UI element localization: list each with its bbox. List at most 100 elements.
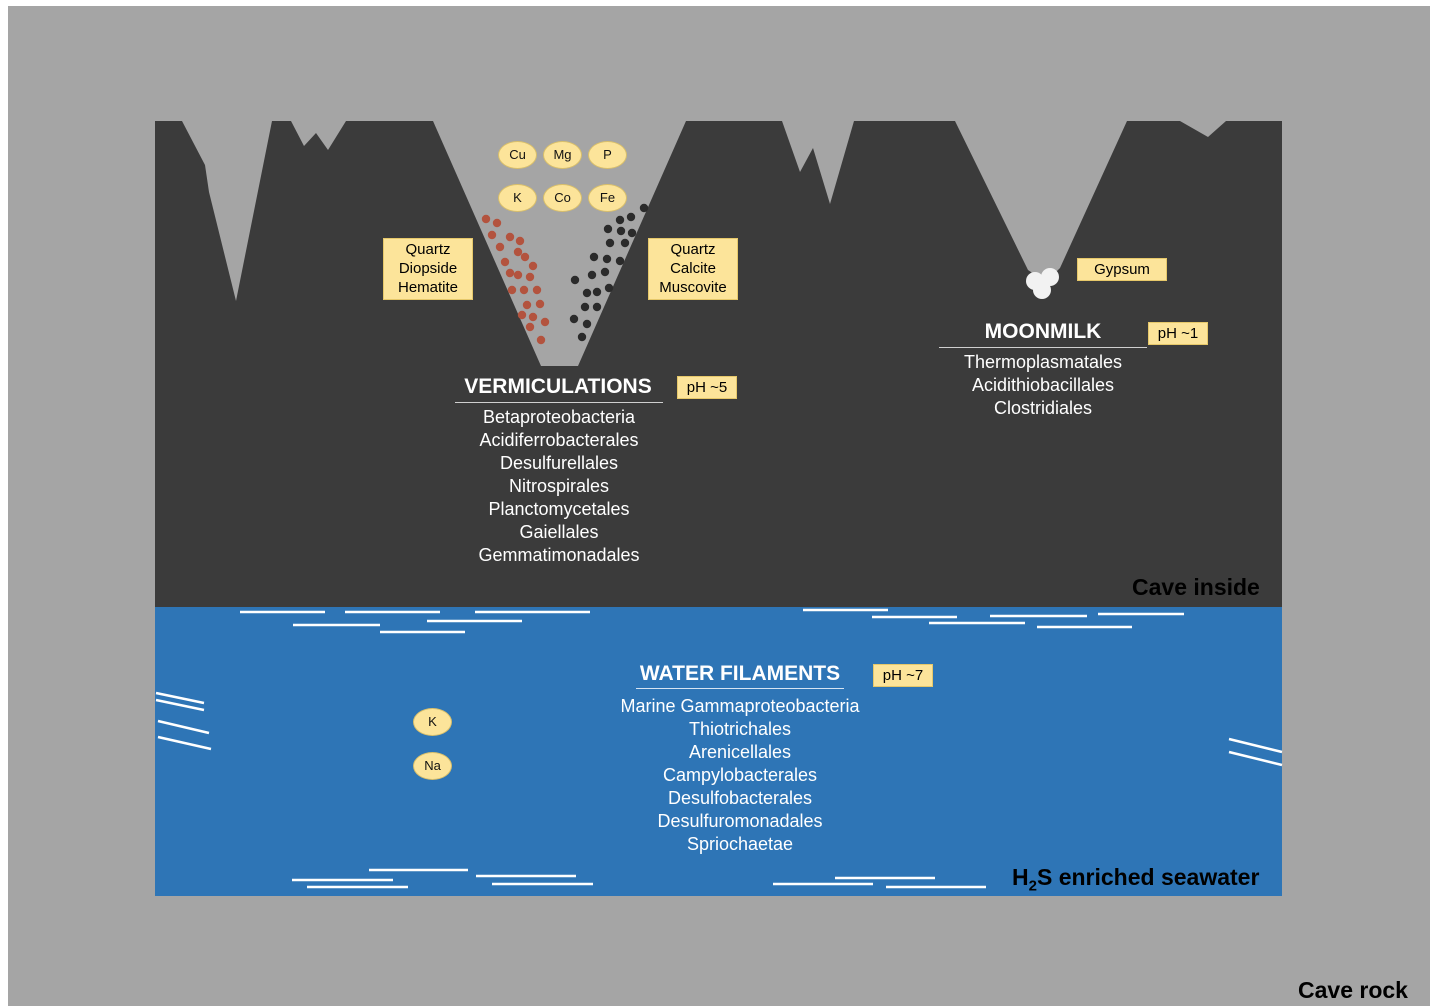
dark-dot <box>577 332 587 342</box>
taxon: Betaproteobacteria <box>482 407 636 427</box>
mineral-quartz: Quartz <box>670 241 716 258</box>
taxon: Nitrospirales <box>508 476 610 496</box>
vermiculation-dots <box>481 203 649 345</box>
moonmilk-taxa-list: Thermoplasmatales Acidithiobacillales Cl… <box>964 351 1122 420</box>
taxon: Marine Gammaproteobacteria <box>620 696 860 716</box>
red-dot <box>535 299 545 309</box>
dark-dot <box>615 256 625 266</box>
mineral-hematite: Hematite <box>397 279 459 296</box>
dark-dot <box>570 275 580 285</box>
ion-k: K <box>498 184 537 212</box>
red-dot <box>487 230 497 240</box>
red-dot <box>513 247 523 257</box>
water-filaments-ph-tag: pH ~7 <box>873 664 933 687</box>
mineral-calcite: Calcite <box>670 260 716 277</box>
mineral-muscovite: Muscovite <box>659 279 727 296</box>
seawater-area <box>155 607 1282 896</box>
dark-dot <box>569 314 579 324</box>
red-dot <box>495 242 505 252</box>
water-filaments-title: WATER FILAMENTS <box>639 662 841 685</box>
dark-dot <box>604 283 614 293</box>
taxon: Spriochaetae <box>686 834 794 854</box>
red-dot <box>492 218 502 228</box>
ion-na-water: Na <box>413 752 452 780</box>
red-dot <box>525 322 535 332</box>
mineral-quartz: Quartz <box>405 241 451 258</box>
seawater-label-rest: S enriched seawater <box>1036 864 1260 890</box>
moonmilk-underline <box>939 347 1147 348</box>
gypsum-tag: Gypsum <box>1077 258 1167 281</box>
dark-dot <box>592 287 602 297</box>
dark-dot <box>587 270 597 280</box>
dark-dot <box>603 224 613 234</box>
dark-dot <box>620 238 630 248</box>
taxon: Thermoplasmatales <box>963 352 1123 372</box>
dark-dot <box>626 212 636 222</box>
taxon: Desulfobacterales <box>667 788 813 808</box>
water-filaments-taxa-list: Marine Gammaproteobacteria Thiotrichales… <box>620 695 859 856</box>
taxon: Desulfuromonadales <box>657 811 823 831</box>
dark-dot <box>615 215 625 225</box>
red-dot <box>528 312 538 322</box>
dark-dot <box>589 252 599 262</box>
dark-dot <box>602 254 612 264</box>
vermiculations-underline <box>455 402 663 403</box>
dark-dot <box>580 302 590 312</box>
ion-mg: Mg <box>543 141 582 169</box>
ion-cu: Cu <box>498 141 537 169</box>
minerals-right-tag: Quartz Calcite Muscovite <box>648 238 738 300</box>
red-dot <box>481 214 491 224</box>
dark-dot <box>582 319 592 329</box>
water-line <box>1228 737 1283 754</box>
dark-dot <box>616 226 626 236</box>
seawater-label: H2S enriched seawater <box>1012 864 1259 895</box>
cave-rock-label: Cave rock <box>1298 977 1408 1003</box>
red-dot <box>525 272 535 282</box>
vermiculations-title: VERMICULATIONS <box>464 375 652 398</box>
water-line <box>157 719 210 735</box>
seawater-label-sub: 2 <box>1028 877 1037 895</box>
red-dot <box>520 252 530 262</box>
taxon: Acidithiobacillales <box>971 375 1115 395</box>
water-filaments-underline <box>636 688 844 689</box>
gypsum-crystal <box>1041 268 1059 286</box>
taxon: Gaiellales <box>519 522 599 542</box>
taxon: Desulfurellales <box>499 453 619 473</box>
red-dot <box>517 310 527 320</box>
taxon: Campylobacterales <box>662 765 818 785</box>
water-line <box>155 698 205 712</box>
ion-p: P <box>588 141 627 169</box>
dark-dot <box>582 288 592 298</box>
moonmilk-ph-tag: pH ~1 <box>1148 322 1208 345</box>
dark-dot <box>627 228 637 238</box>
red-dot <box>522 300 532 310</box>
red-dot <box>532 285 542 295</box>
red-dot <box>507 285 517 295</box>
red-dot <box>513 270 523 280</box>
water-line <box>155 691 205 705</box>
water-line <box>1228 750 1283 767</box>
red-dot <box>536 335 546 345</box>
cave-inside-label: Cave inside <box>1132 574 1260 600</box>
gypsum-crystals <box>1026 268 1059 299</box>
dark-dot <box>605 238 615 248</box>
taxon: Thiotrichales <box>688 719 792 739</box>
gypsum-crystal <box>1033 281 1051 299</box>
mineral-diopside: Diopside <box>398 260 458 277</box>
red-dot <box>515 236 525 246</box>
dark-dot <box>639 203 649 213</box>
taxon: Gemmatimonadales <box>478 545 640 565</box>
taxon: Acidiferrobacterales <box>479 430 639 450</box>
vermiculations-ph-tag: pH ~5 <box>677 376 737 399</box>
taxon: Clostridiales <box>993 398 1093 418</box>
vermiculations-taxa-list: Betaproteobacteria Acidiferrobacterales … <box>478 406 639 567</box>
water-line <box>157 735 212 751</box>
water-surface-lines <box>155 608 1283 889</box>
minerals-left-tag: Quartz Diopside Hematite <box>383 238 473 300</box>
red-dot <box>500 257 510 267</box>
red-dot <box>519 285 529 295</box>
taxon: Planctomycetales <box>488 499 630 519</box>
dark-dot <box>600 267 610 277</box>
